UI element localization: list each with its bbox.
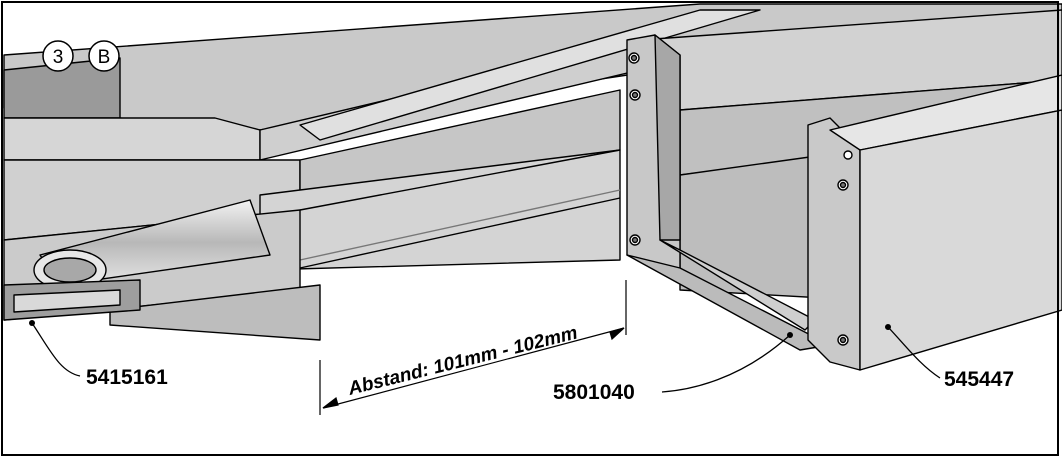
dimension-annotation	[319, 280, 627, 415]
callout-leaders	[31, 322, 941, 393]
dimension-label: Abstand: 101mm - 102mm	[345, 322, 580, 400]
part-number-bracket: 5801040	[553, 381, 635, 404]
left-extrusion-profile	[3, 3, 1062, 341]
variant-badge: B	[88, 40, 120, 72]
part-number-right: 545447	[944, 368, 1014, 391]
right-profile-box	[829, 74, 1062, 371]
variant-badge-label: B	[98, 47, 111, 68]
step-badge: 3	[42, 40, 74, 72]
part-number-left: 5415161	[86, 366, 168, 389]
callout-dots	[29, 320, 891, 338]
step-badge-label: 3	[53, 47, 64, 68]
